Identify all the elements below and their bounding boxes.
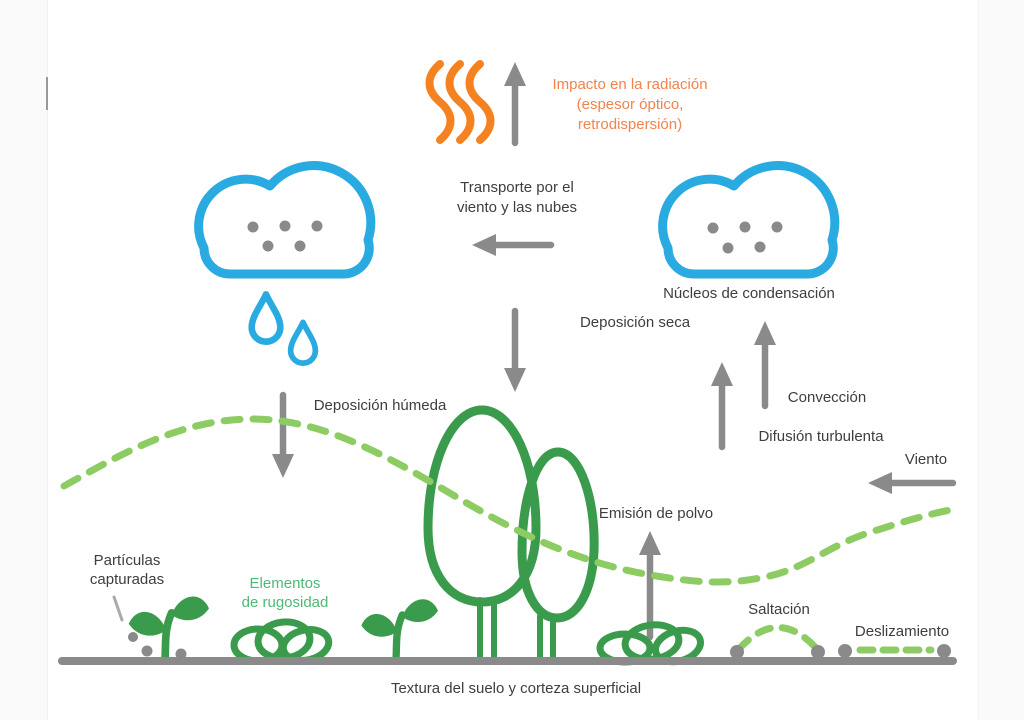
wind-label: Viento bbox=[904, 451, 948, 468]
radiation-up-arrow-icon bbox=[504, 62, 526, 147]
convection-up-arrow-icon bbox=[754, 321, 776, 410]
roughness-elements-label: Elementos de rugosidad bbox=[241, 575, 329, 611]
sprout-left-icon bbox=[129, 596, 209, 659]
rain-drops-icon bbox=[252, 294, 316, 363]
dry-deposition-down-arrow-icon bbox=[504, 307, 526, 392]
condensation-nuclei-label: Núcleos de condensación bbox=[663, 285, 835, 302]
heat-waves-icon bbox=[425, 60, 495, 144]
tree-icons bbox=[423, 405, 599, 663]
turbulent-diffusion-label: Difusión turbulenta bbox=[758, 428, 884, 445]
dry-deposition-label: Deposición seca bbox=[579, 314, 691, 331]
dust-emission-label: Emisión de polvo bbox=[598, 505, 714, 522]
saltation-dots bbox=[730, 645, 825, 659]
saltation-arc-icon bbox=[735, 624, 821, 653]
tree-small bbox=[517, 447, 599, 623]
captured-particles-label: Partículas capturadas bbox=[89, 552, 165, 588]
convection-label: Convección bbox=[787, 389, 867, 406]
cloud-particle-dots bbox=[707, 221, 783, 254]
wet-deposition-label: Deposición húmeda bbox=[313, 397, 447, 414]
page-left-margin bbox=[0, 0, 48, 720]
sliding-label: Deslizamiento bbox=[854, 623, 950, 640]
tree-trunks bbox=[477, 597, 556, 663]
left-cloud-icon bbox=[199, 166, 371, 274]
right-cloud-icon bbox=[663, 166, 835, 274]
wet-deposition-down-arrow-icon bbox=[272, 391, 294, 478]
particle-pointer-line bbox=[112, 595, 124, 622]
sliding-dots bbox=[838, 644, 951, 658]
text-cursor-mark bbox=[46, 77, 48, 110]
captured-particle-dots bbox=[128, 632, 187, 660]
impact-radiation-label: Impacto en la radiación (espesor óptico,… bbox=[552, 76, 708, 133]
turbulent-diffusion-up-arrow-icon bbox=[711, 362, 733, 451]
transport-label: Transporte por el viento y las nubes bbox=[456, 179, 578, 216]
sprout-right-icon bbox=[361, 599, 438, 659]
wind-left-arrow-icon bbox=[868, 472, 957, 494]
page-right-margin bbox=[978, 0, 1024, 720]
dust-emission-up-arrow-icon bbox=[639, 531, 661, 641]
boundary-dashed-curve bbox=[60, 415, 960, 586]
cloud-particle-dots bbox=[247, 220, 323, 252]
transport-left-arrow-icon bbox=[472, 234, 555, 256]
soil-texture-label: Textura del suelo y corteza superficial bbox=[390, 680, 642, 697]
saltation-label: Saltación bbox=[748, 601, 810, 618]
